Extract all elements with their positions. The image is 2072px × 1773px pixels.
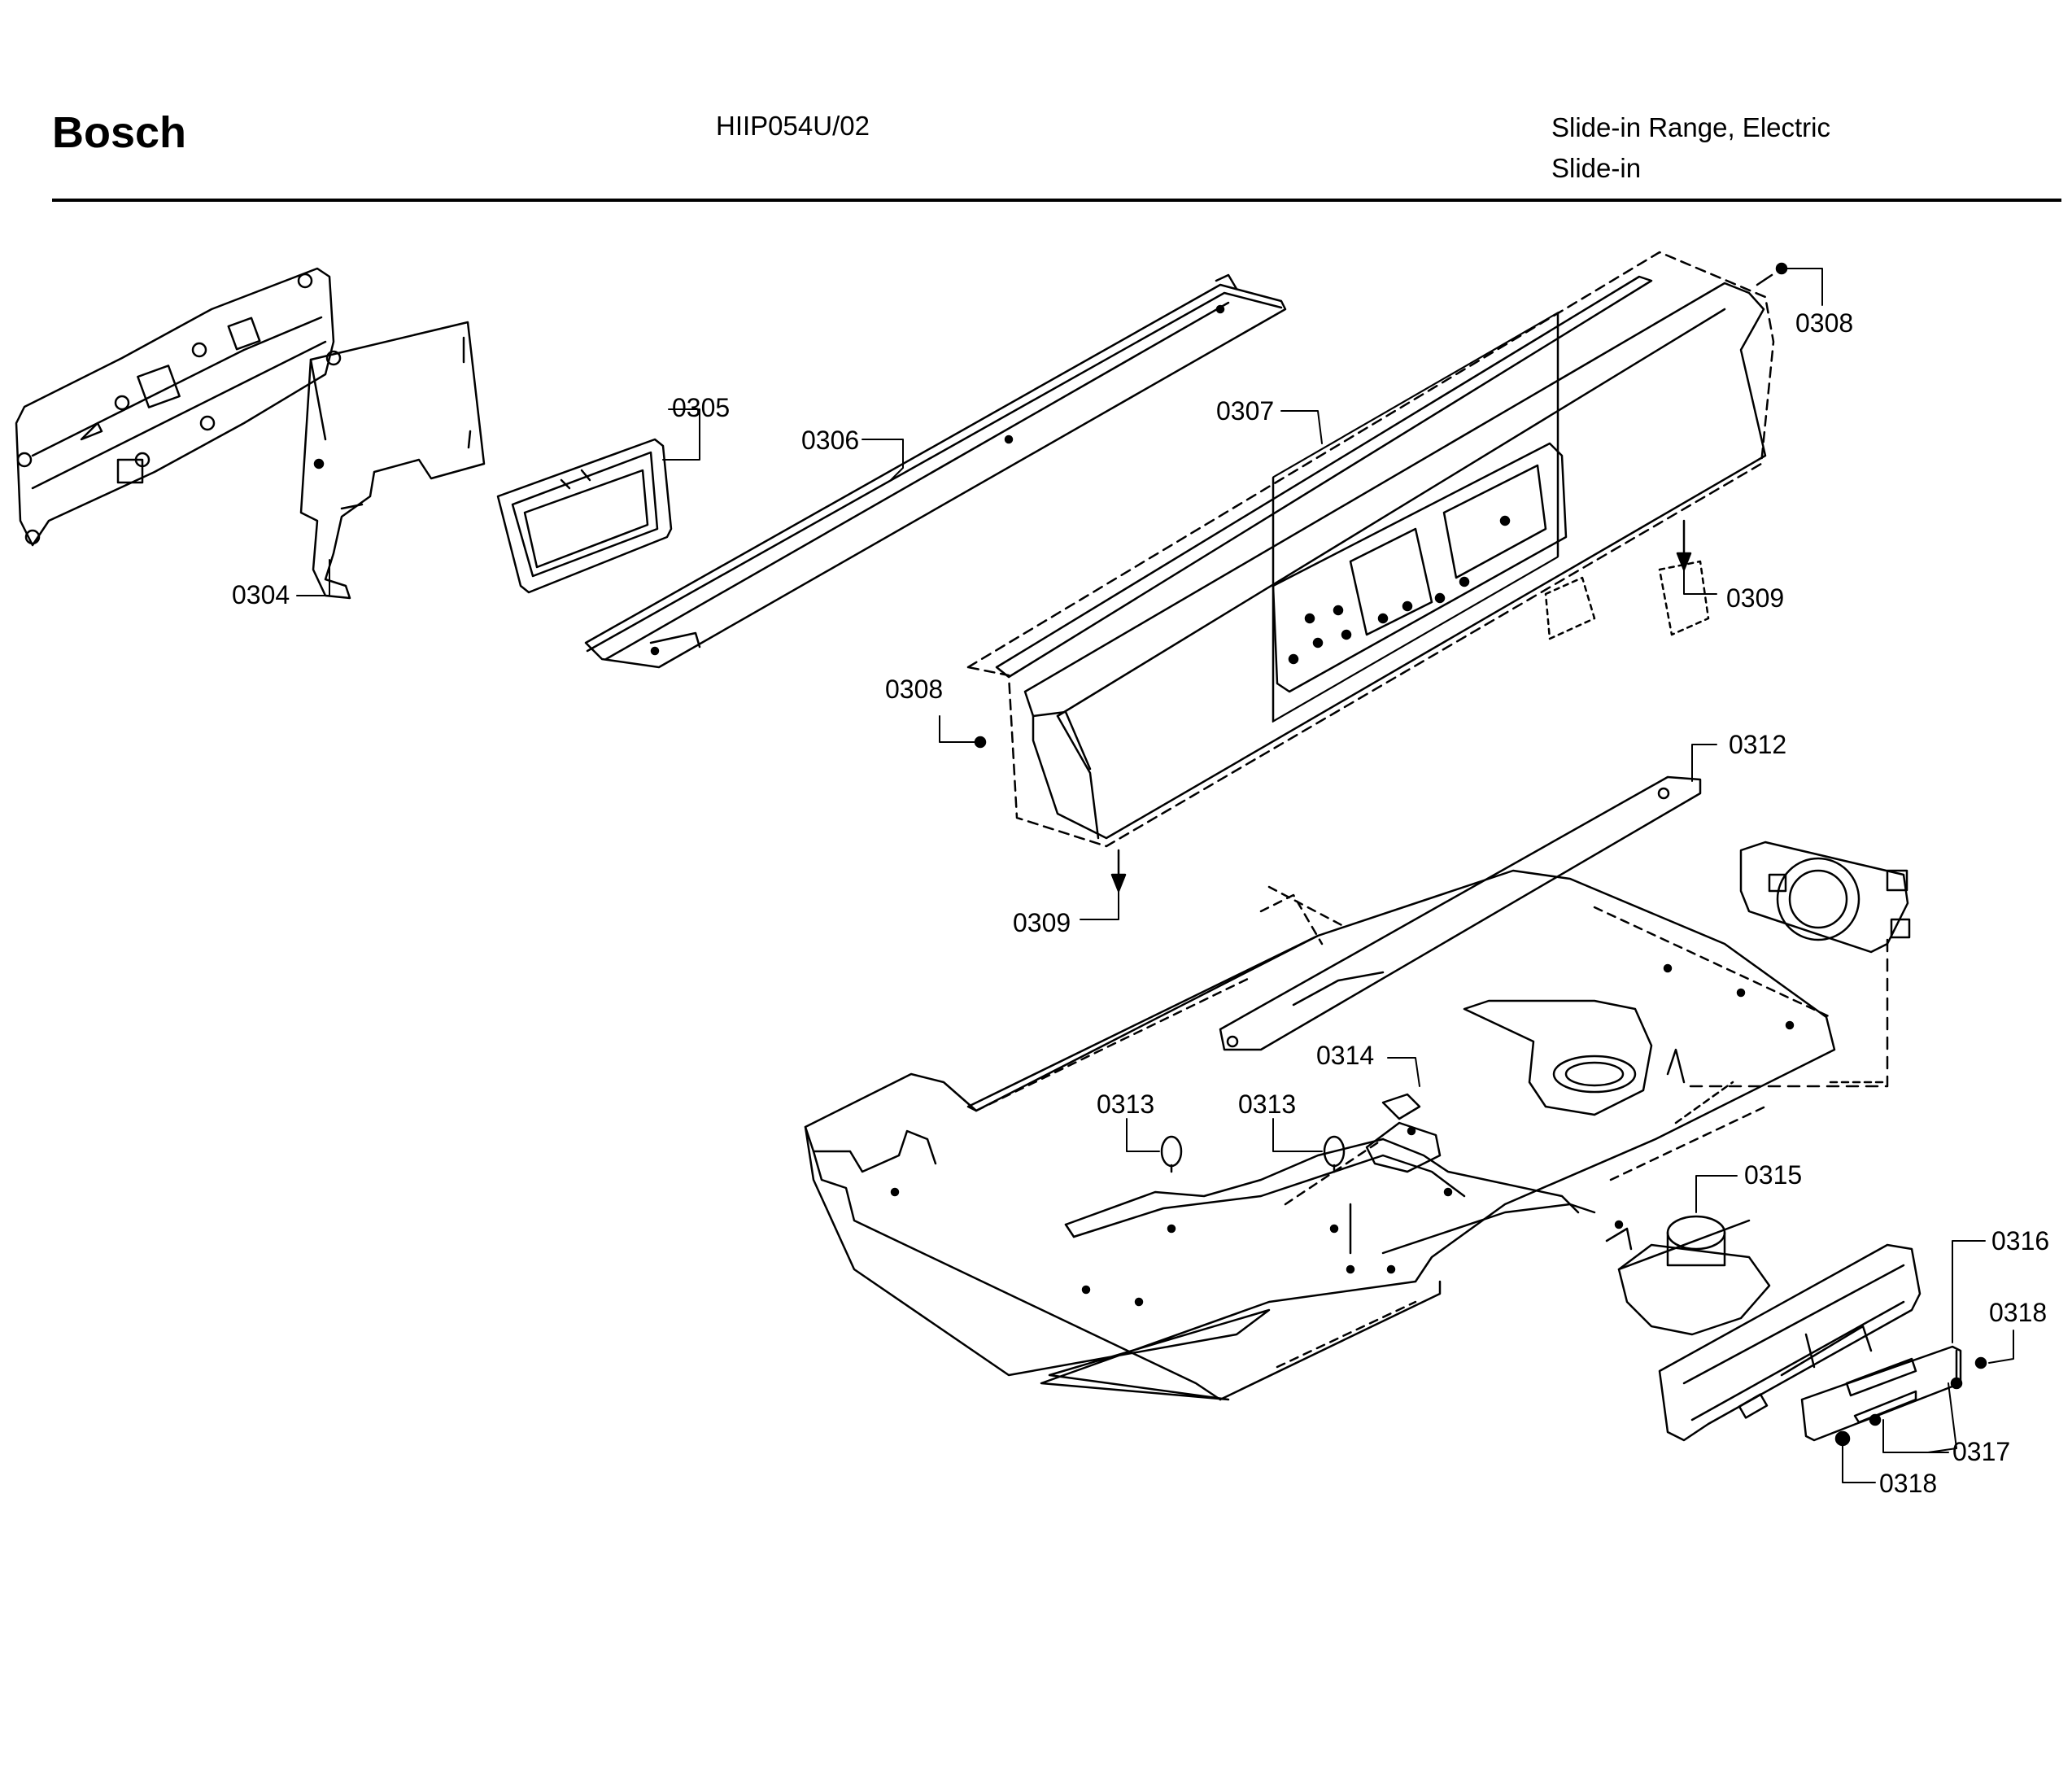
- leader-lines: [296, 268, 2014, 1483]
- part-0312-support-bar: [1219, 775, 1702, 1051]
- callout-0313-right: 0313: [1238, 1090, 1296, 1119]
- screw-0308-right: [1756, 262, 1788, 286]
- part-0313-clip-left: [1160, 1135, 1183, 1173]
- header-rule: [52, 199, 2061, 202]
- screw-0309-left: [1110, 849, 1127, 893]
- product-subtype: Slide-in: [1551, 153, 1642, 183]
- part-0305-housing: [496, 438, 673, 594]
- brand-name: Bosch: [52, 108, 187, 157]
- callout-0314: 0314: [1316, 1041, 1374, 1070]
- screw-0317-bottom: [1869, 1413, 1882, 1426]
- callout-0304: 0304: [232, 580, 290, 609]
- product-description: Slide-in Range, Electric: [1551, 112, 1830, 142]
- callout-0313-left: 0313: [1097, 1090, 1154, 1119]
- part-0316-bracket: [1658, 1243, 1922, 1442]
- screw-0317-top: [1950, 1377, 1963, 1390]
- callout-0309-right: 0309: [1726, 583, 1784, 613]
- part-back-bracket: [15, 267, 342, 547]
- callout-0306: 0306: [801, 426, 859, 455]
- callout-0307: 0307: [1216, 396, 1274, 426]
- callout-0315: 0315: [1744, 1160, 1802, 1190]
- part-0313-clip-right: [1323, 1135, 1346, 1173]
- screw-0318-bottom: [1834, 1430, 1851, 1447]
- part-0315-motor: [1605, 1215, 1771, 1336]
- part-mounting-plate: [1739, 841, 1911, 954]
- callout-0318-top: 0318: [1989, 1298, 2047, 1327]
- callout-0316: 0316: [1991, 1226, 2049, 1256]
- callout-0309-left: 0309: [1013, 908, 1071, 937]
- part-0314-thermostat: [1365, 1093, 1442, 1173]
- part-0304-plate: [299, 321, 486, 600]
- part-0316-cover-plate: [1800, 1345, 1962, 1442]
- callout-0312: 0312: [1729, 730, 1786, 759]
- callout-0308-right: 0308: [1795, 308, 1853, 338]
- screw-0309-right: [1676, 519, 1692, 571]
- callout-0305: 0305: [672, 393, 730, 422]
- part-base-pan: [804, 869, 1889, 1401]
- callout-0308-left: 0308: [885, 675, 943, 704]
- callout-0318-bottom: 0318: [1879, 1469, 1937, 1498]
- part-0307-control-panel: [966, 251, 1775, 848]
- part-0306-rail: [584, 273, 1287, 669]
- callout-0317: 0317: [1952, 1437, 2010, 1466]
- model-number: HIIP054U/02: [716, 111, 870, 141]
- screw-0318-top: [1974, 1356, 1987, 1369]
